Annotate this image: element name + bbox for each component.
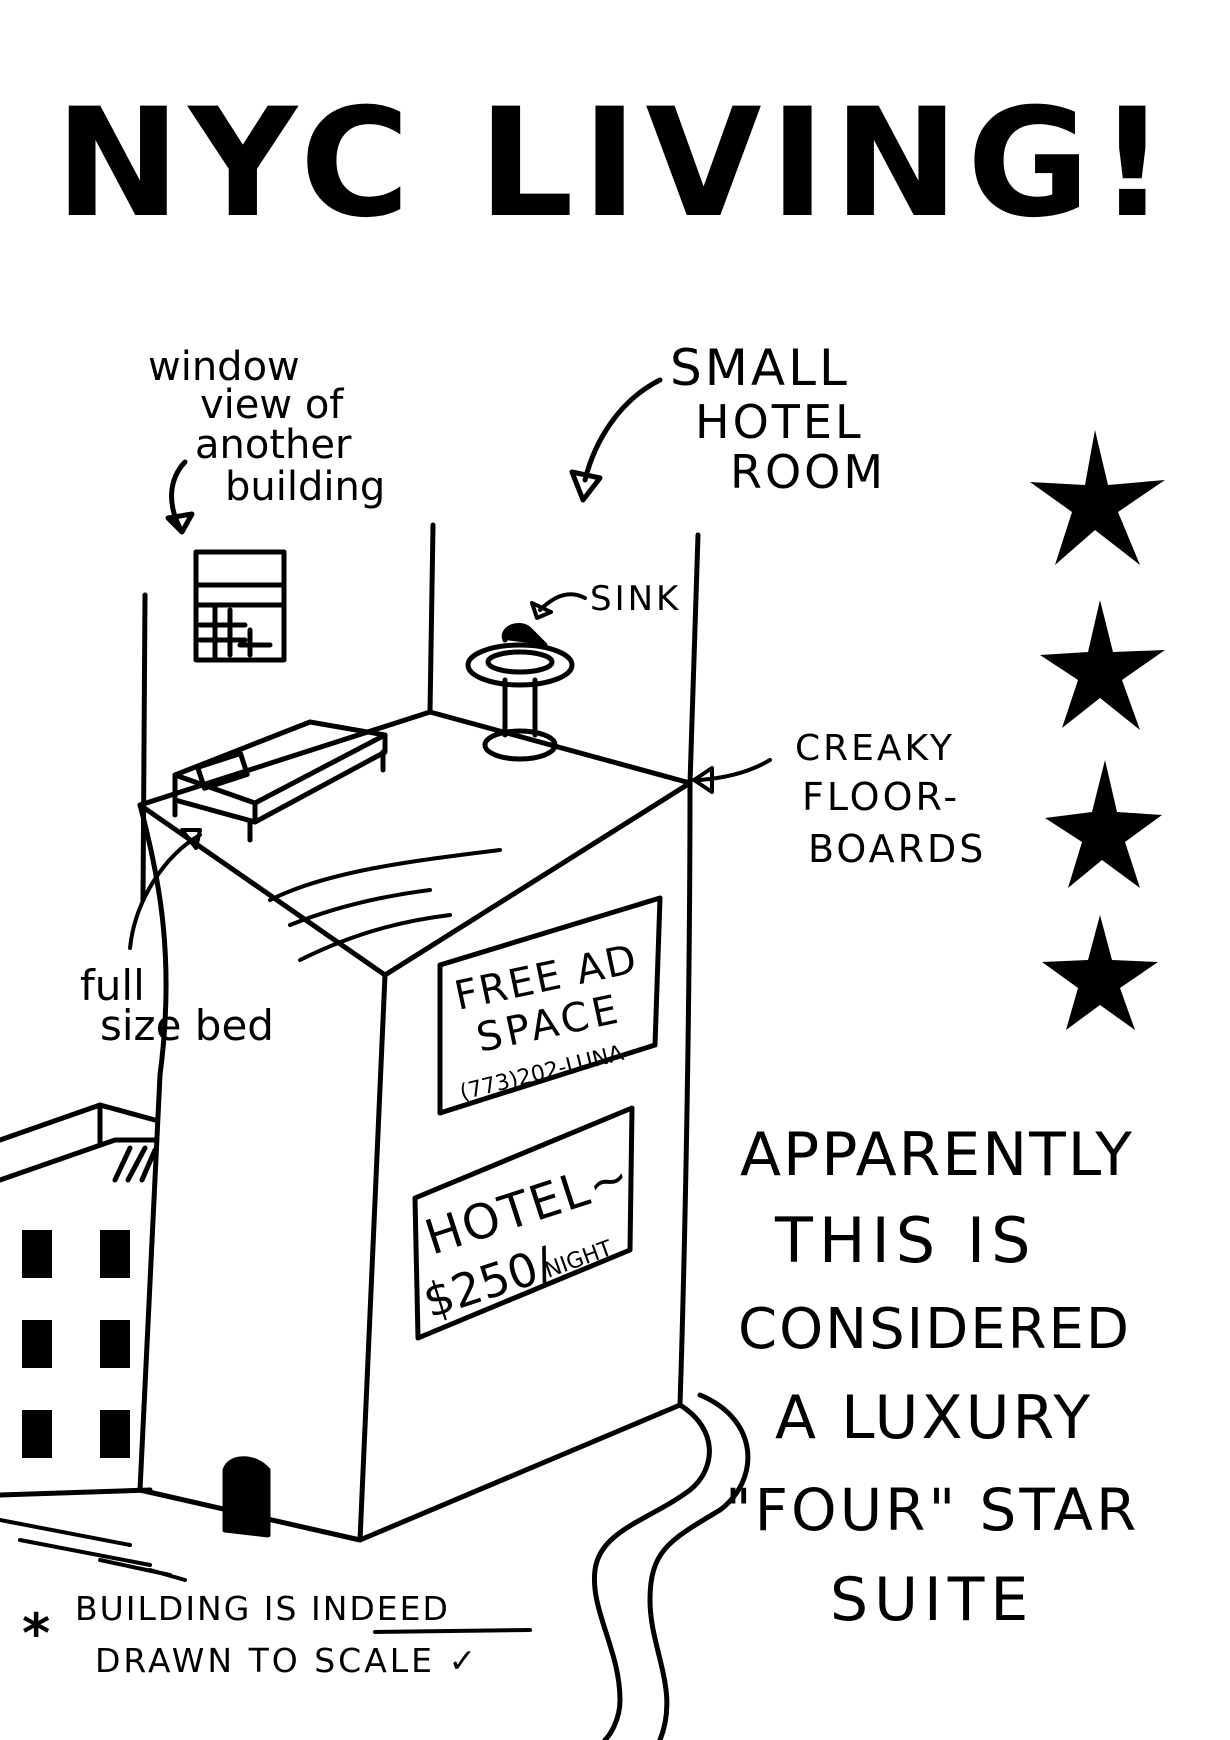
footnote-line-2: DRAWN TO SCALE ✓ — [95, 1641, 479, 1680]
window-view-line-4: building — [225, 464, 385, 510]
window-arrow — [165, 459, 195, 535]
caption: APPARENTLY THIS IS CONSIDERED A LUXURY "… — [725, 1120, 1139, 1635]
sink — [465, 623, 575, 762]
caption-line-3: CONSIDERED — [738, 1297, 1131, 1362]
bed-label-line-1: full — [80, 961, 145, 1010]
footnote-asterisk: * — [22, 1602, 50, 1665]
full-size-bed — [172, 719, 388, 843]
sink-arrow — [530, 592, 587, 620]
sink-label: SINK — [590, 579, 681, 619]
caption-line-1: APPARENTLY — [740, 1120, 1134, 1190]
small-hotel-room-line-3: ROOM — [730, 445, 886, 499]
creaky-floorboards-label: CREAKY FLOOR- BOARDS — [795, 728, 986, 871]
room-walls — [140, 522, 701, 903]
scale-footnote: * BUILDING IS INDEED DRAWN TO SCALE ✓ — [22, 1589, 532, 1680]
small-hotel-room-label: SMALL HOTEL ROOM — [670, 339, 886, 499]
neighbor-building — [0, 1102, 158, 1498]
bed-arrow — [128, 828, 202, 950]
hotel-unit: NIGHT — [542, 1236, 617, 1284]
hotel-building — [137, 709, 693, 1543]
indeed-underline — [373, 1628, 532, 1634]
creaky-line-1: CREAKY — [795, 728, 955, 769]
star-icon — [1040, 600, 1165, 730]
bed-label-line-2: size bed — [100, 1001, 274, 1050]
window-view-label: window view of another building — [148, 344, 385, 510]
road-swoosh — [591, 1392, 751, 1740]
window-view-line-2: view of — [200, 382, 344, 428]
footnote-line-1: BUILDING IS INDEED — [75, 1589, 450, 1628]
star-rating — [1030, 430, 1165, 1030]
caption-line-6: SUITE — [830, 1565, 1034, 1635]
door — [222, 1456, 271, 1538]
neighbor-windows — [22, 1230, 130, 1458]
creaky-line-2: FLOOR- — [802, 775, 960, 819]
ground-marks — [0, 1518, 187, 1582]
small-hotel-room-line-1: SMALL — [670, 339, 850, 397]
caption-line-4: A LUXURY — [775, 1383, 1093, 1453]
caption-line-2: THIS IS — [774, 1204, 1036, 1277]
small-hotel-room-line-2: HOTEL — [695, 395, 864, 449]
floorboards-arrow — [692, 758, 772, 794]
free-ad-sign: FREE AD SPACE (773)202-LUNA — [437, 895, 663, 1116]
page-title: NYC LIVING! — [55, 77, 1174, 251]
star-icon — [1030, 430, 1165, 565]
star-icon — [1045, 760, 1162, 888]
full-size-bed-label: full size bed — [80, 961, 274, 1050]
window-view-line-1: window — [148, 344, 300, 390]
creaky-line-3: BOARDS — [808, 827, 986, 871]
hotel-room-arrow — [569, 377, 663, 503]
window-view-line-3: another — [195, 422, 352, 468]
caption-line-5: "FOUR" STAR — [725, 1476, 1139, 1544]
star-icon — [1042, 915, 1158, 1030]
hotel-price-sign: HOTEL~ $250/ NIGHT — [412, 1105, 638, 1341]
window-drawing — [193, 549, 287, 663]
